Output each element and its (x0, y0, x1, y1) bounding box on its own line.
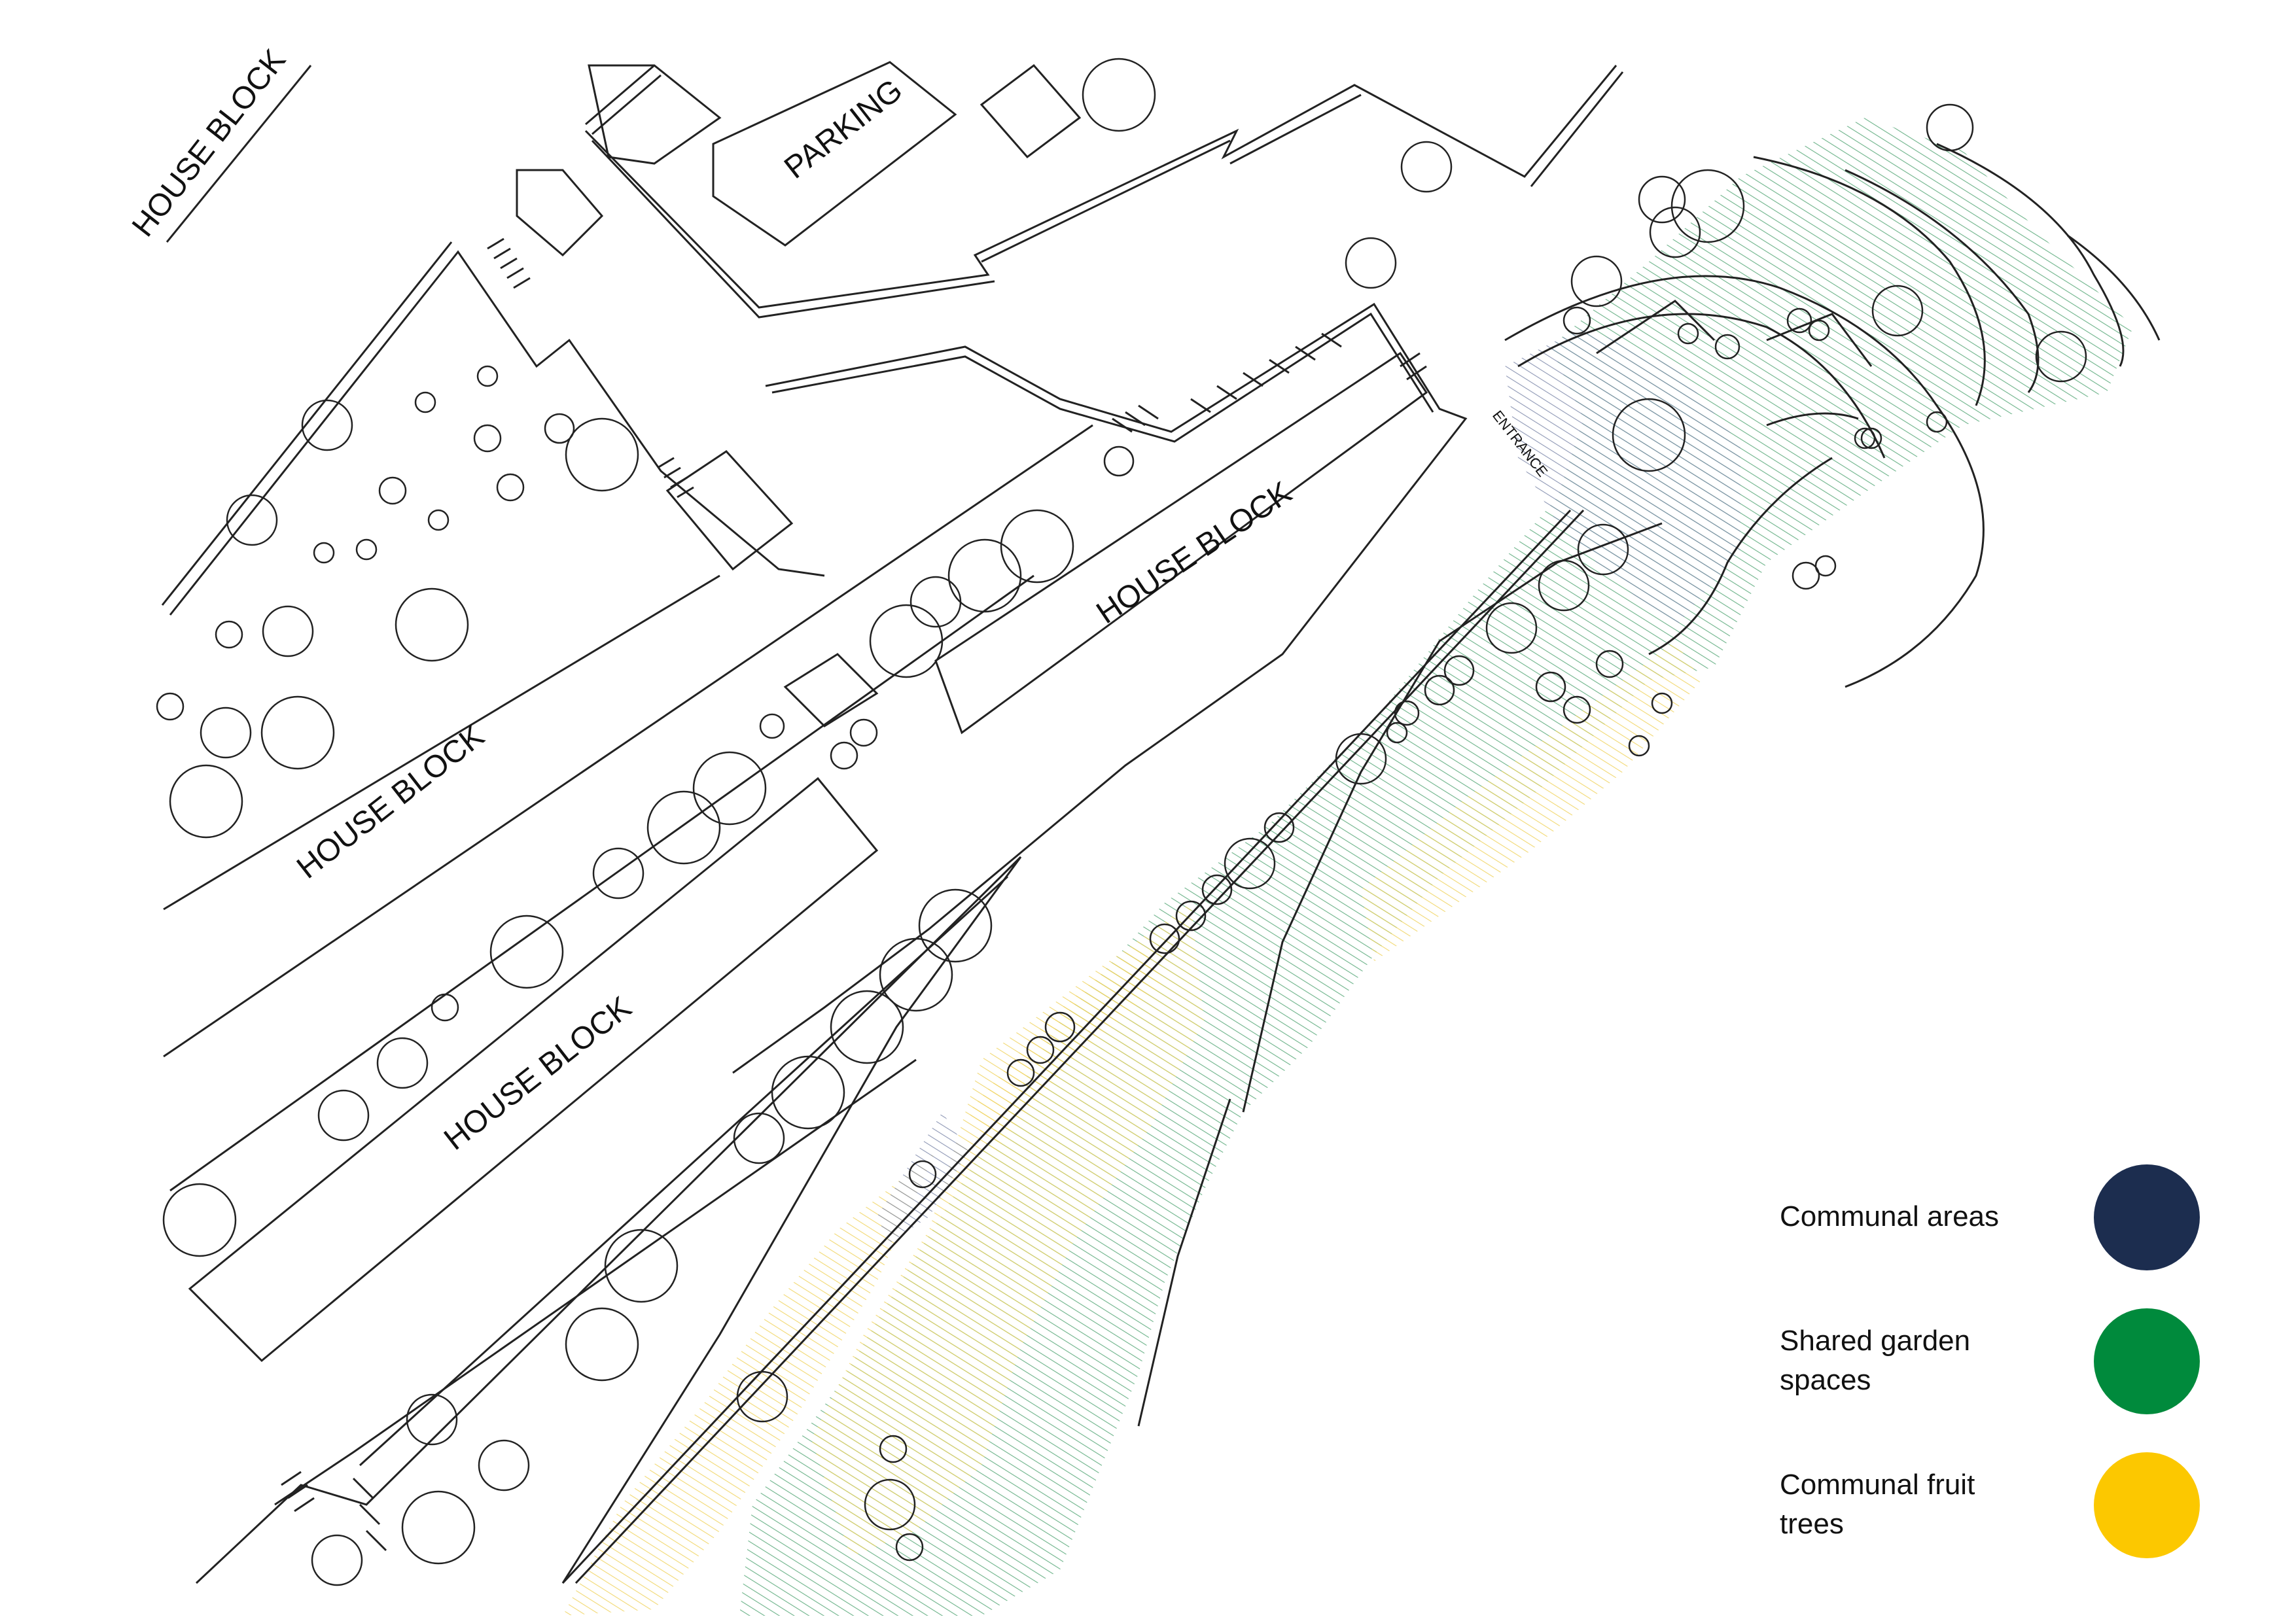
legend-swatch-communal-fruit-trees (2094, 1452, 2200, 1558)
map-legend: Communal areas Shared garden spaces Comm… (1780, 1164, 2238, 1609)
legend-label-shared-garden-spaces: Shared garden spaces (1780, 1325, 1971, 1396)
trees (156, 58, 2087, 1586)
site-linework (161, 61, 2161, 1584)
communal-fruit-trees-zone (563, 641, 1701, 1616)
legend-label-communal-areas: Communal areas (1780, 1200, 2000, 1232)
legend-item-communal-areas: Communal areas (1780, 1164, 2238, 1282)
communal-areas-zone (877, 327, 1740, 1243)
house-block-label-top-left: HOUSE BLOCK (126, 43, 292, 243)
legend-item-communal-fruit-trees: Communal fruit trees (1780, 1452, 2238, 1570)
legend-label-communal-fruit-trees: Communal fruit trees (1780, 1469, 1975, 1540)
house-block-label-middle: HOUSE BLOCK (291, 718, 491, 885)
house-block-label-center: HOUSE BLOCK (1091, 475, 1298, 631)
legend-swatch-communal-areas (2094, 1164, 2200, 1270)
legend-item-shared-garden-spaces: Shared garden spaces (1780, 1308, 2238, 1426)
stair-markings (281, 237, 1427, 1552)
parking-label: PARKING (778, 73, 909, 186)
legend-swatch-shared-garden-spaces (2094, 1308, 2200, 1414)
